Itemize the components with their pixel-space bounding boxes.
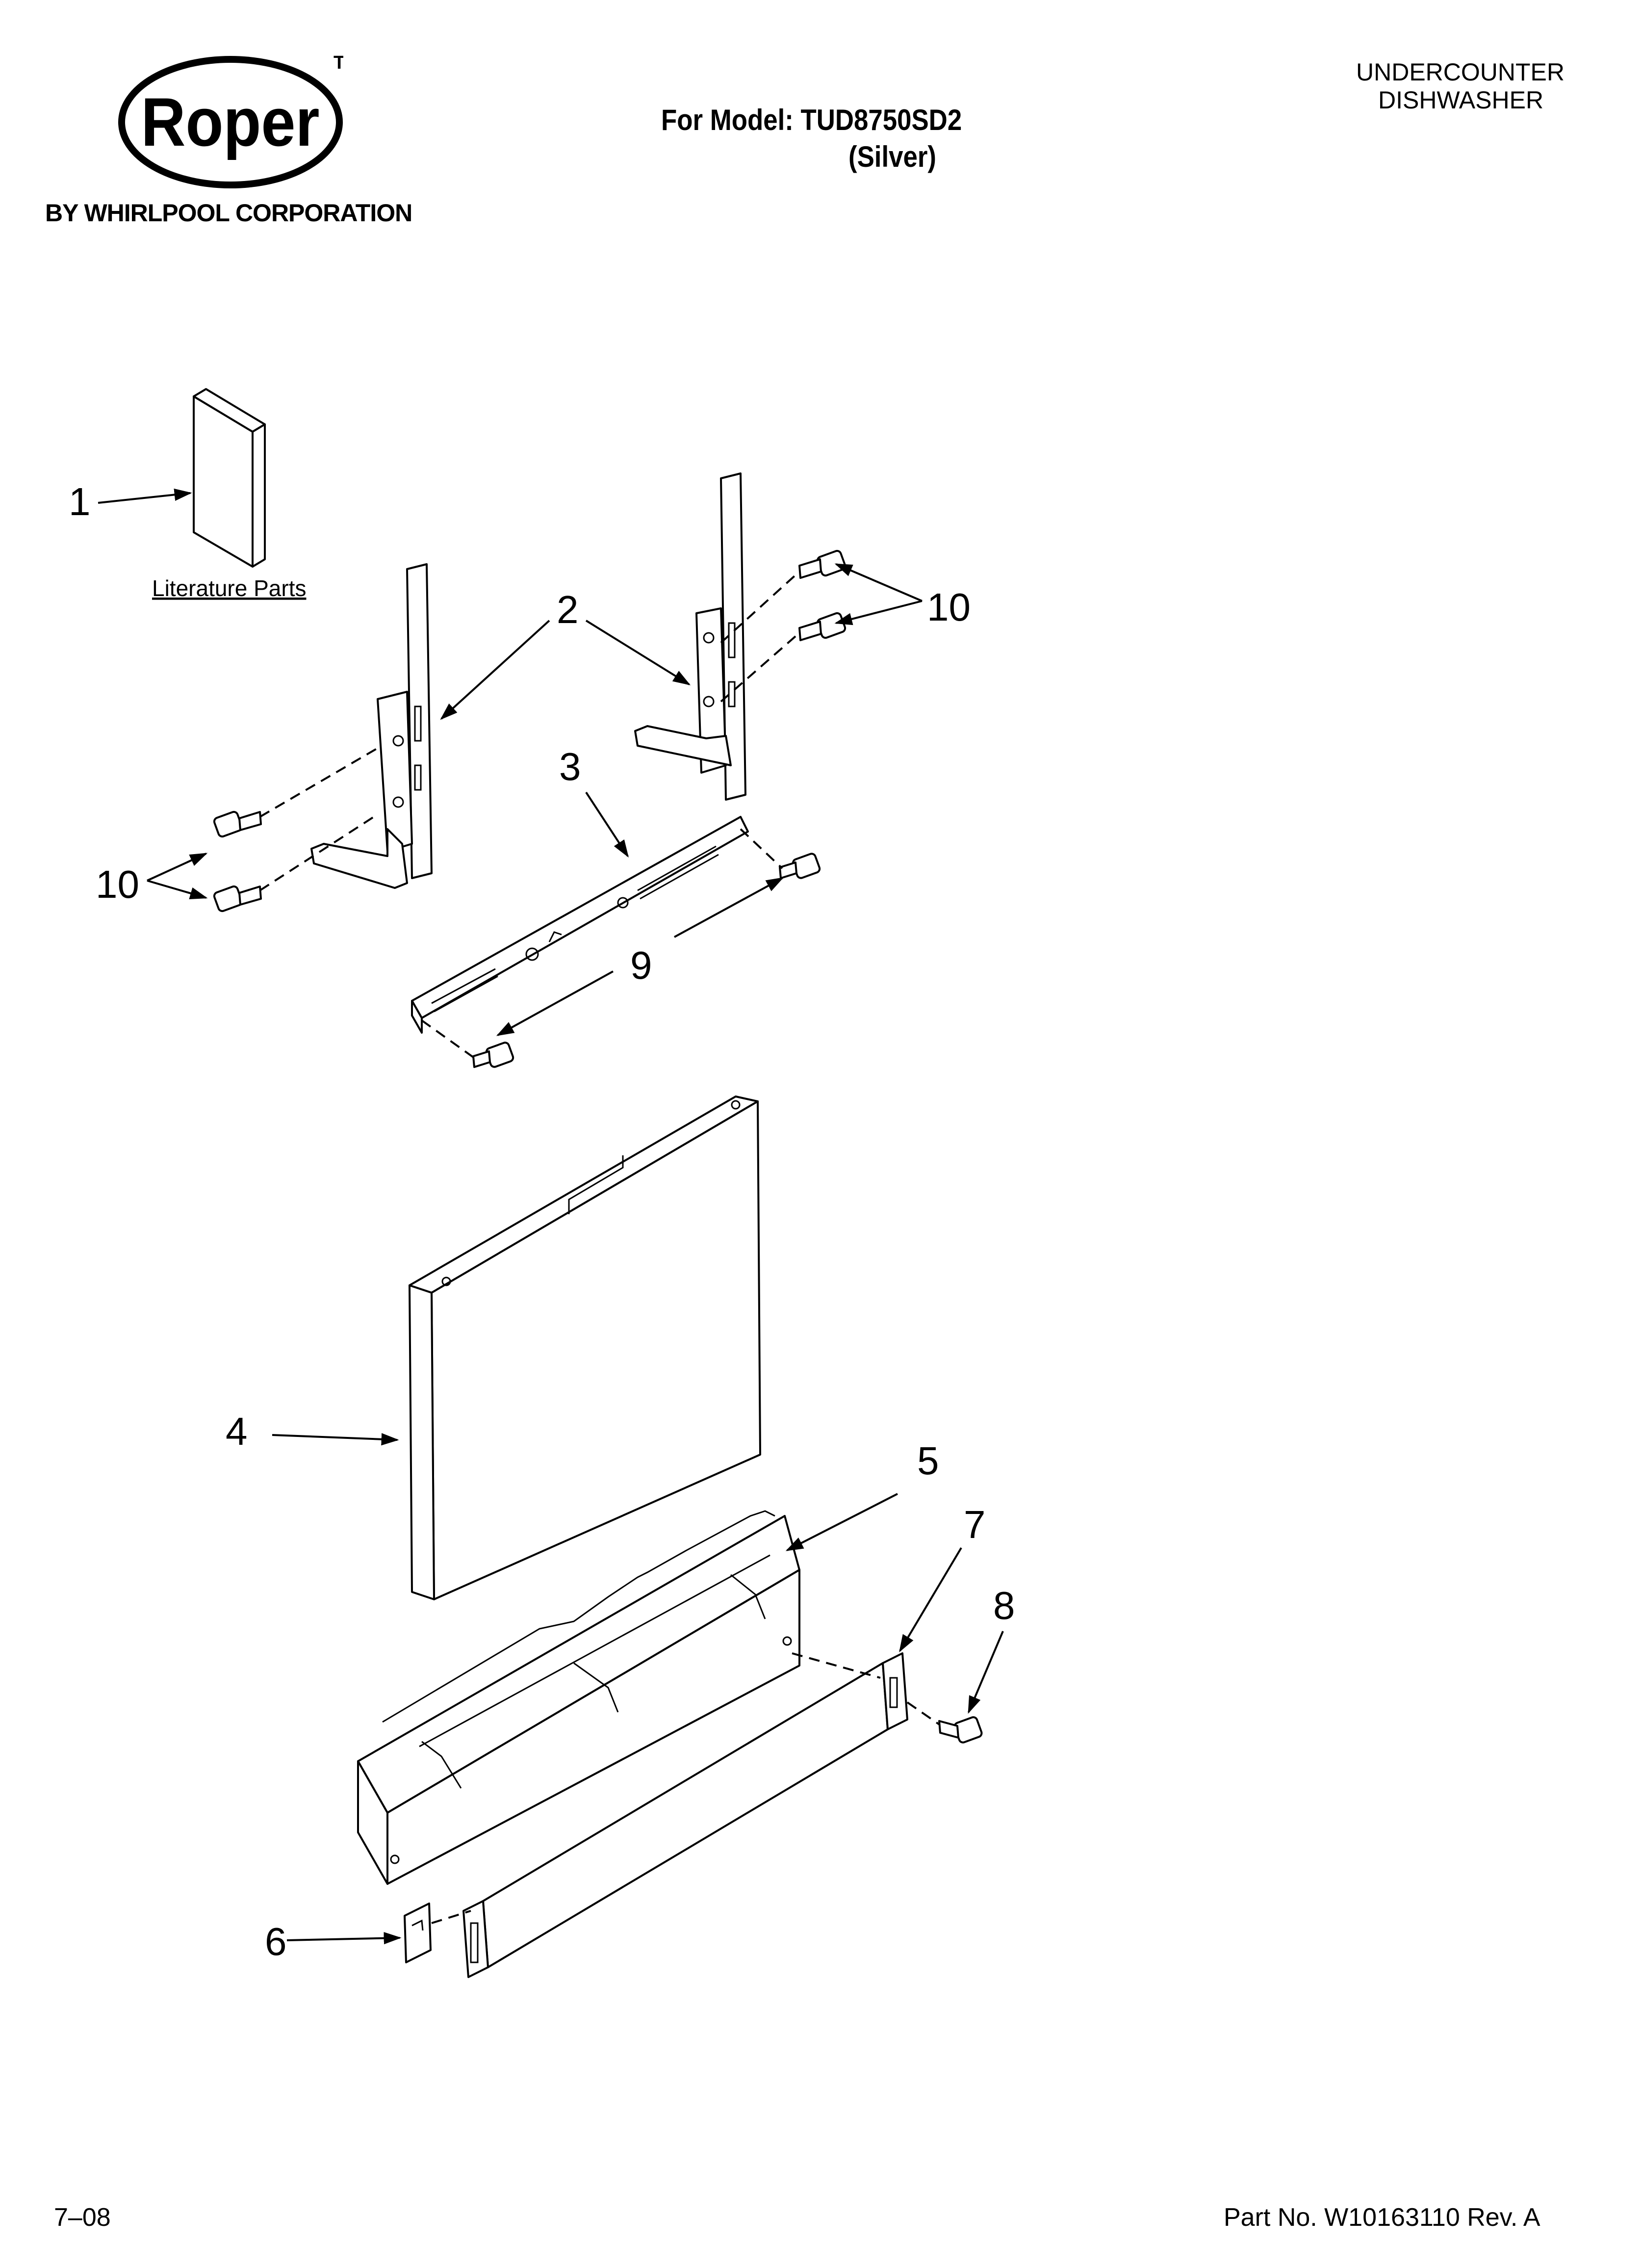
callout-4: 4 <box>226 1409 248 1453</box>
callout-9: 9 <box>630 943 652 987</box>
mounting-bar <box>411 816 749 1034</box>
screw-9-upper <box>779 853 821 879</box>
callout-5: 5 <box>917 1439 939 1483</box>
revision-date: 7–08 <box>54 2203 111 2232</box>
trademark-mark: TM <box>334 55 343 73</box>
callout-2: 2 <box>557 588 579 631</box>
screw-9-lower <box>472 1042 514 1068</box>
callout-10-left: 10 <box>96 862 139 906</box>
part-number: Part No. W10163110 Rev. A <box>1224 2203 1540 2232</box>
model-variant: (Silver) <box>848 140 937 173</box>
clip <box>404 1903 432 1963</box>
door-panel <box>409 1095 761 1600</box>
product-type-line2: DISHWASHER <box>1378 86 1544 114</box>
left-door-bracket <box>310 563 433 889</box>
screw-10-left-upper <box>213 810 262 838</box>
toe-panel-channel <box>357 1510 800 1885</box>
callout-7: 7 <box>964 1503 986 1546</box>
screw-10-left-lower <box>213 885 262 912</box>
screw-10-right-lower <box>798 612 847 641</box>
kick-plate <box>462 1652 908 1978</box>
model-number: For Model: TUD8750SD2 <box>661 104 962 136</box>
callout-1: 1 <box>69 480 91 523</box>
callout-10-right: 10 <box>927 585 971 629</box>
roper-logo: Roper TM <box>118 55 343 188</box>
callout-8: 8 <box>993 1584 1015 1627</box>
brand-name: Roper <box>141 84 319 161</box>
screw-10-right-upper <box>798 549 847 579</box>
brand-subtitle: BY WHIRLPOOL CORPORATION <box>45 199 412 227</box>
literature-booklet <box>193 388 266 568</box>
right-door-bracket <box>634 472 746 801</box>
screw-8 <box>938 1716 983 1744</box>
literature-parts-label: Literature Parts <box>152 575 306 601</box>
callout-3: 3 <box>559 745 581 788</box>
callout-6: 6 <box>265 1920 287 1963</box>
product-type-line1: UNDERCOUNTER <box>1356 58 1565 86</box>
